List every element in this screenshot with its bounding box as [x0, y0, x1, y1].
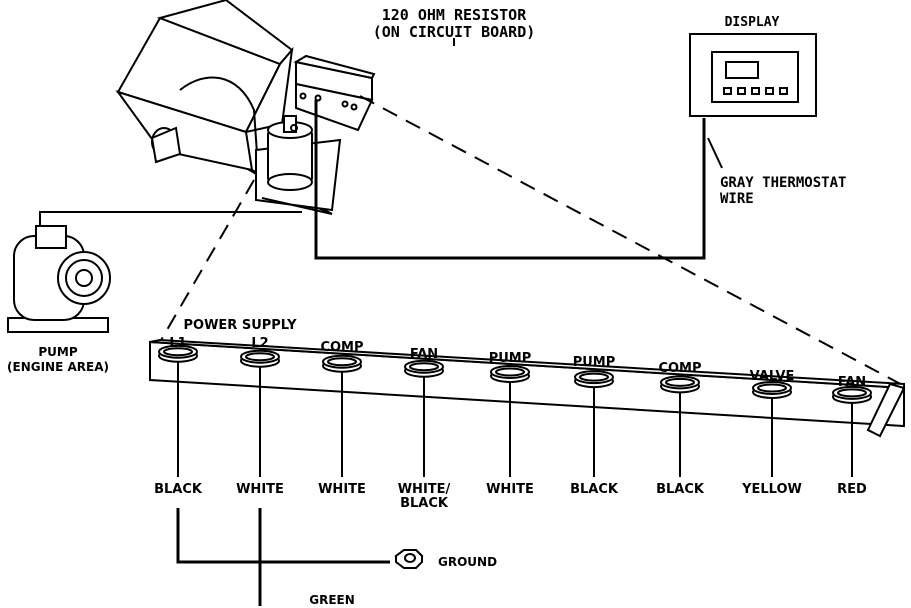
terminal-4: FAN WHITE/BLACK — [398, 347, 451, 511]
terminal-label: VALVE — [750, 369, 795, 384]
thermostat-label-line1: GRAY THERMOSTAT — [720, 175, 846, 191]
wire-color-label: YELLOW — [741, 482, 802, 497]
terminal-label: FAN — [410, 347, 438, 362]
thermostat-label-line2: WIRE — [720, 191, 754, 207]
display-unit — [689, 33, 817, 117]
pump-illustration — [7, 211, 302, 333]
terminal-screw-slot — [757, 383, 787, 393]
terminal-label: COMP — [320, 340, 363, 355]
terminal-3: COMP WHITE — [318, 340, 366, 497]
green-wire-label: GREEN — [309, 593, 355, 607]
terminals-group: L1BLACKL2WHITECOMPWHITEFANWHITE/BLACKPUM… — [154, 336, 872, 511]
ac-unit-illustration — [115, 0, 376, 215]
terminal-screw-slot — [245, 352, 275, 362]
terminal-screw-slot — [409, 362, 439, 372]
terminal-screw-slot — [327, 357, 357, 367]
terminal-label: FAN — [838, 375, 866, 390]
wire-color-label: WHITE — [318, 482, 366, 497]
terminal-screw-slot — [665, 377, 695, 387]
ground-wire — [176, 508, 390, 564]
wire-color-label: RED — [837, 482, 867, 497]
terminal-7: COMP BLACK — [656, 361, 705, 497]
ground-label: GROUND — [438, 555, 497, 569]
terminal-label: PUMP — [573, 355, 616, 370]
display-label: DISPLAY — [725, 15, 780, 30]
thermostat-wire — [314, 100, 706, 260]
wire-color-label: WHITE — [486, 482, 534, 497]
thermostat-leader — [707, 137, 723, 169]
terminal-6: PUMP BLACK — [570, 355, 619, 497]
wire-color-label: WHITE — [236, 482, 284, 497]
terminal-9: FAN RED — [832, 375, 872, 497]
power-supply-label: POWER SUPPLY — [184, 318, 298, 333]
terminal-8: VALVE YELLOW — [741, 369, 802, 497]
terminal-screw-slot — [495, 367, 525, 377]
pump-label-line1: PUMP — [38, 345, 77, 359]
ground-nut — [394, 549, 424, 569]
terminal-label: PUMP — [489, 351, 532, 366]
pump-label-line2: (ENGINE AREA) — [7, 360, 109, 374]
compressor — [267, 115, 313, 191]
display-screen — [725, 61, 759, 79]
terminal-5: PUMP WHITE — [486, 351, 534, 497]
wire-color-label: BLACK — [570, 482, 619, 497]
wire-color-label: WHITE/ — [398, 482, 451, 497]
terminal-label: COMP — [658, 361, 701, 376]
wire-color-label: BLACK — [656, 482, 705, 497]
zoom-line-right — [359, 95, 909, 389]
terminal-label: L2 — [251, 336, 268, 351]
wire-color-label-line2: BLACK — [400, 496, 449, 511]
terminal-label: L1 — [169, 336, 186, 351]
resistor-label-line1: 120 OHM RESISTOR — [382, 6, 527, 24]
terminal-screw-slot — [579, 372, 609, 382]
wire-color-label: BLACK — [154, 482, 203, 497]
terminal-screw-slot — [163, 347, 193, 357]
zoom-line-left — [159, 179, 255, 343]
resistor-label-line2: (ON CIRCUIT BOARD) — [373, 23, 536, 41]
terminal-screw-slot — [837, 388, 867, 398]
ac-knob — [150, 126, 182, 164]
